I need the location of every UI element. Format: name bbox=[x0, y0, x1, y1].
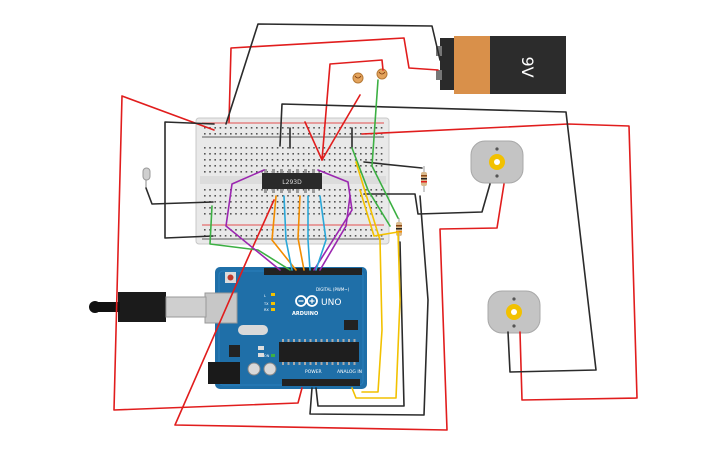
on-label: ON bbox=[264, 354, 270, 358]
resistor-upper[interactable] bbox=[421, 166, 427, 192]
wire-orange-1 bbox=[271, 195, 297, 271]
wire-purple-3 bbox=[319, 195, 351, 271]
rx-label: RX bbox=[264, 308, 269, 312]
photoresistor-left[interactable] bbox=[352, 72, 364, 84]
wire-yellow-1 bbox=[351, 189, 401, 399]
driver-chip[interactable]: L293D bbox=[262, 169, 322, 193]
arduino-logo bbox=[295, 295, 318, 307]
wire-red-lower-loop bbox=[174, 183, 505, 431]
wire-red-battery-top bbox=[228, 37, 439, 123]
wire-black-battery bbox=[225, 23, 441, 125]
dc-motor-bottom[interactable] bbox=[487, 290, 541, 334]
wire-blue-3 bbox=[283, 195, 293, 271]
wire-orange-2 bbox=[297, 195, 305, 271]
analog-header-label: ANALOG IN bbox=[337, 369, 362, 375]
wire-red-left-loop bbox=[113, 95, 303, 411]
dc-motor-top[interactable] bbox=[470, 140, 524, 184]
wire-black-bottom bbox=[309, 195, 429, 416]
battery-9v[interactable]: 9V bbox=[436, 36, 566, 94]
battery-label: 9V bbox=[518, 56, 537, 77]
chip-label: L293D bbox=[282, 179, 302, 186]
wire-black-top-loop bbox=[279, 103, 597, 373]
wire-green-diag bbox=[351, 147, 391, 227]
wire-black-motor bbox=[363, 183, 491, 215]
wire-blue-2 bbox=[315, 195, 327, 271]
usb-cable[interactable] bbox=[89, 292, 207, 322]
wire-green-left bbox=[209, 205, 291, 271]
led[interactable] bbox=[142, 167, 151, 188]
wire-blue-1 bbox=[307, 195, 311, 271]
arduino-brand: ARDUINO bbox=[292, 311, 318, 317]
wire-black-top2 bbox=[363, 161, 423, 169]
arduino-model: UNO bbox=[321, 298, 341, 308]
power-header-label: POWER bbox=[305, 369, 322, 375]
wire-red-right-motor bbox=[361, 123, 638, 401]
l-label: L bbox=[264, 294, 266, 298]
tx-label: TX bbox=[263, 302, 269, 306]
resistor-lower[interactable] bbox=[396, 218, 402, 242]
arduino-board[interactable]: ARDUINO UNO DIGITAL (PWM~) POWER ANALOG … bbox=[204, 267, 367, 389]
wire-purple-1 bbox=[225, 169, 281, 271]
wires bbox=[113, 23, 638, 431]
wire-green-photo bbox=[371, 79, 399, 219]
photoresistor-right[interactable] bbox=[376, 68, 388, 80]
wire-black-left bbox=[164, 121, 215, 239]
wire-black-led bbox=[145, 187, 214, 205]
wire-yellow-2 bbox=[355, 161, 383, 393]
digital-header-label: DIGITAL (PWM~) bbox=[316, 287, 350, 292]
wire-red-photo bbox=[321, 59, 384, 161]
